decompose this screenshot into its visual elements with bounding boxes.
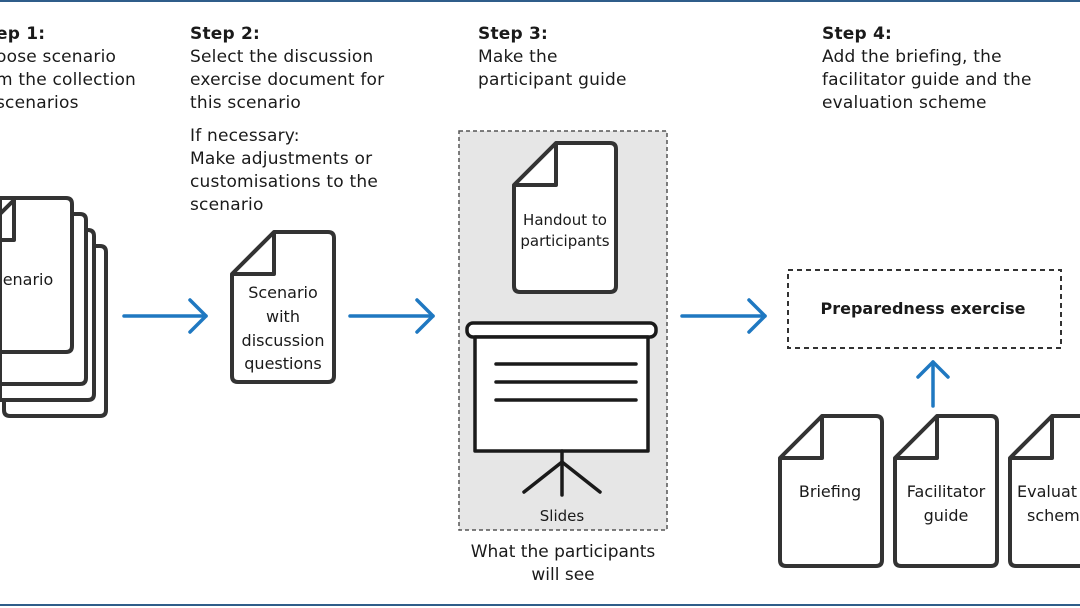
step1-text: ep 1: oose scenario m the collection sce… xyxy=(0,23,136,115)
document-icon xyxy=(778,414,884,568)
step3-text: Step 3: Make the participant guide xyxy=(478,23,627,92)
document-stack-icon xyxy=(0,196,108,418)
doc-label-line: with xyxy=(266,307,300,326)
evaluation-scheme-label: Evaluat xyxy=(1017,482,1077,501)
step4-title: Step 4: xyxy=(822,24,893,44)
doc-label-line: questions xyxy=(244,354,321,373)
step3-title: Step 3: xyxy=(478,24,549,44)
step3-line: Make the xyxy=(478,47,558,67)
slides-label: Slides xyxy=(540,507,585,525)
step2-line: Select the discussion xyxy=(190,47,374,67)
step3-line: participant guide xyxy=(478,70,627,90)
step2-doc-label: Scenario with discussion questions xyxy=(242,283,325,373)
step2-extra-line: scenario xyxy=(190,195,264,215)
facilitator-guide-label: guide xyxy=(924,506,969,525)
step4-line: facilitator guide and the xyxy=(822,70,1032,90)
document-icon xyxy=(230,230,336,384)
doc-label-line: Scenario xyxy=(248,283,318,302)
document-icon xyxy=(512,141,618,294)
step4-line: Add the briefing, the xyxy=(822,47,1002,67)
document-icon xyxy=(1008,414,1080,568)
caption-line: What the participants xyxy=(470,542,656,562)
handout-label-line: participants xyxy=(520,232,609,250)
projector-screen-icon xyxy=(465,321,658,497)
step2-extra-line: If necessary: xyxy=(190,126,300,146)
step2-line: this scenario xyxy=(190,93,301,113)
arrow-right-icon xyxy=(680,298,767,334)
step2-line: exercise document for xyxy=(190,70,385,90)
handout-label-line: Handout to xyxy=(523,211,607,229)
arrow-right-icon xyxy=(348,298,435,334)
step2-extra-line: Make adjustments or xyxy=(190,149,373,169)
briefing-label: Briefing xyxy=(799,482,861,501)
document-icon xyxy=(893,414,999,568)
step1-doc-label: enario xyxy=(3,270,54,289)
facilitator-guide-label: Facilitator xyxy=(907,482,986,501)
step2-title: Step 2: xyxy=(190,24,261,44)
step4-line: evaluation scheme xyxy=(822,93,987,113)
top-rule xyxy=(0,0,1080,2)
step1-title: ep 1: xyxy=(0,24,46,44)
arrow-up-icon xyxy=(916,360,950,408)
caption-line: will see xyxy=(531,565,595,585)
step2-text: Step 2: Select the discussion exercise d… xyxy=(190,23,384,217)
evaluation-scheme-label: schem xyxy=(1027,506,1080,525)
bottom-rule xyxy=(0,604,1080,606)
step1-line: oose scenario xyxy=(0,47,117,67)
step1-line: scenarios xyxy=(0,93,79,113)
step3-caption: What the participants will see xyxy=(463,541,663,587)
arrow-right-icon xyxy=(122,298,208,334)
step2-extra-line: customisations to the xyxy=(190,172,378,192)
step4-text: Step 4: Add the briefing, the facilitato… xyxy=(822,23,1032,115)
preparedness-exercise-box xyxy=(787,269,1062,349)
doc-label-line: discussion xyxy=(242,331,325,350)
preparedness-exercise-label: Preparedness exercise xyxy=(820,299,1025,318)
step1-line: m the collection xyxy=(0,70,137,90)
